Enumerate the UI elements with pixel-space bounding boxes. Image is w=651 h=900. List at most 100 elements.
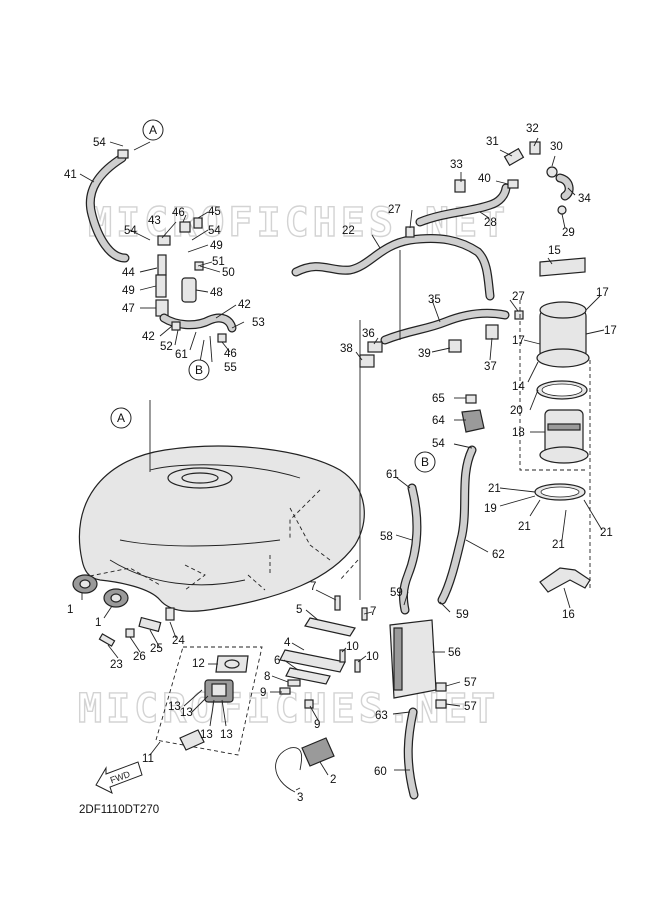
canister-56	[389, 619, 437, 699]
bolt-9b	[304, 699, 314, 709]
callout-62: 62	[492, 549, 505, 561]
callout-28: 28	[484, 217, 497, 229]
callout-21: 21	[600, 527, 613, 539]
bracket-64	[461, 409, 485, 433]
joint-45	[193, 217, 203, 229]
callout-6: 6	[274, 655, 280, 667]
callout-36: 36	[362, 328, 375, 340]
leader-lines	[79, 137, 605, 791]
hose-35	[380, 308, 510, 345]
callout-17: 17	[596, 287, 609, 299]
clip-24	[165, 607, 175, 621]
callout-61: 61	[386, 469, 399, 481]
callout-1: 1	[95, 617, 101, 629]
gasket-12	[215, 655, 249, 673]
callout-37: 37	[484, 361, 497, 373]
callout-47: 47	[122, 303, 135, 315]
callout-30: 30	[550, 141, 563, 153]
callout-7: 7	[310, 581, 316, 593]
connector-31	[503, 147, 525, 167]
callout-13: 13	[168, 701, 181, 713]
callout-64: 64	[432, 415, 445, 427]
callout-21: 21	[488, 483, 501, 495]
bolt-7a	[334, 595, 341, 611]
fwd-arrow-icon: FWD	[95, 761, 143, 794]
svg-text:A: A	[117, 411, 125, 425]
valve-47	[155, 299, 169, 317]
callout-57: 57	[464, 701, 477, 713]
callout-14: 14	[512, 381, 525, 393]
clip-57a	[435, 682, 447, 692]
clip-40	[507, 179, 519, 189]
cover-15	[539, 257, 586, 277]
callout-5: 5	[296, 604, 302, 616]
tube-48	[181, 277, 197, 303]
callout-20: 20	[510, 405, 523, 417]
callout-41: 41	[64, 169, 77, 181]
tie-3	[275, 747, 303, 793]
hose-58	[398, 483, 422, 615]
callout-44: 44	[122, 267, 135, 279]
ref-circle-b-hose: B	[414, 451, 436, 473]
fuel-tank	[78, 445, 365, 612]
callout-55: 55	[224, 362, 237, 374]
callout-59: 59	[456, 609, 469, 621]
callout-49: 49	[122, 285, 135, 297]
callout-32: 32	[526, 123, 539, 135]
bolt-9a	[279, 687, 291, 695]
hose-41	[85, 153, 130, 263]
svg-text:B: B	[195, 363, 203, 377]
callout-19: 19	[484, 503, 497, 515]
callout-58: 58	[380, 531, 393, 543]
tube-49	[155, 274, 167, 298]
callout-56: 56	[448, 647, 461, 659]
ref-circle-a-top: A	[142, 119, 164, 141]
callout-21: 21	[552, 539, 565, 551]
callout-24: 24	[172, 635, 185, 647]
callout-59: 59	[390, 587, 403, 599]
callout-29: 29	[562, 227, 575, 239]
tank-cushion-front	[72, 574, 98, 594]
callout-13: 13	[200, 729, 213, 741]
svg-text:A: A	[149, 123, 157, 137]
callout-21: 21	[518, 521, 531, 533]
hose-28	[415, 183, 511, 227]
plate-6	[285, 667, 331, 685]
callout-16: 16	[562, 609, 575, 621]
callout-22: 22	[342, 225, 355, 237]
callout-63: 63	[375, 710, 388, 722]
bolt-23	[98, 633, 116, 647]
diagram-code: 2DF1110DT270	[79, 804, 159, 816]
clip-33	[454, 179, 466, 193]
ring-19	[534, 483, 586, 501]
tank-cushion-rear	[103, 588, 129, 608]
callout-27: 27	[388, 204, 401, 216]
callout-17: 17	[604, 325, 617, 337]
hose-62	[437, 445, 477, 605]
svg-text:B: B	[421, 455, 429, 469]
ref-circle-a-tank: A	[110, 407, 132, 429]
callout-65: 65	[432, 393, 445, 405]
damper-25	[138, 616, 162, 633]
dashed-guides	[89, 300, 591, 591]
callout-54: 54	[432, 438, 445, 450]
callout-57: 57	[464, 677, 477, 689]
callout-40: 40	[478, 173, 491, 185]
callout-27: 27	[512, 291, 525, 303]
clip-29	[557, 205, 567, 215]
callout-35: 35	[428, 294, 441, 306]
clip-27b	[514, 310, 524, 320]
callout-15: 15	[548, 245, 561, 257]
bolt-10a	[339, 649, 346, 663]
callout-38: 38	[340, 343, 353, 355]
callout-33: 33	[450, 159, 463, 171]
clip-46b	[217, 333, 227, 343]
callout-9: 9	[314, 719, 320, 731]
callout-2: 2	[330, 774, 336, 786]
callout-13: 13	[180, 707, 193, 719]
callout-54: 54	[124, 225, 137, 237]
callout-34: 34	[578, 193, 591, 205]
callout-45: 45	[208, 206, 221, 218]
callout-23: 23	[110, 659, 123, 671]
tube-44	[157, 254, 167, 276]
